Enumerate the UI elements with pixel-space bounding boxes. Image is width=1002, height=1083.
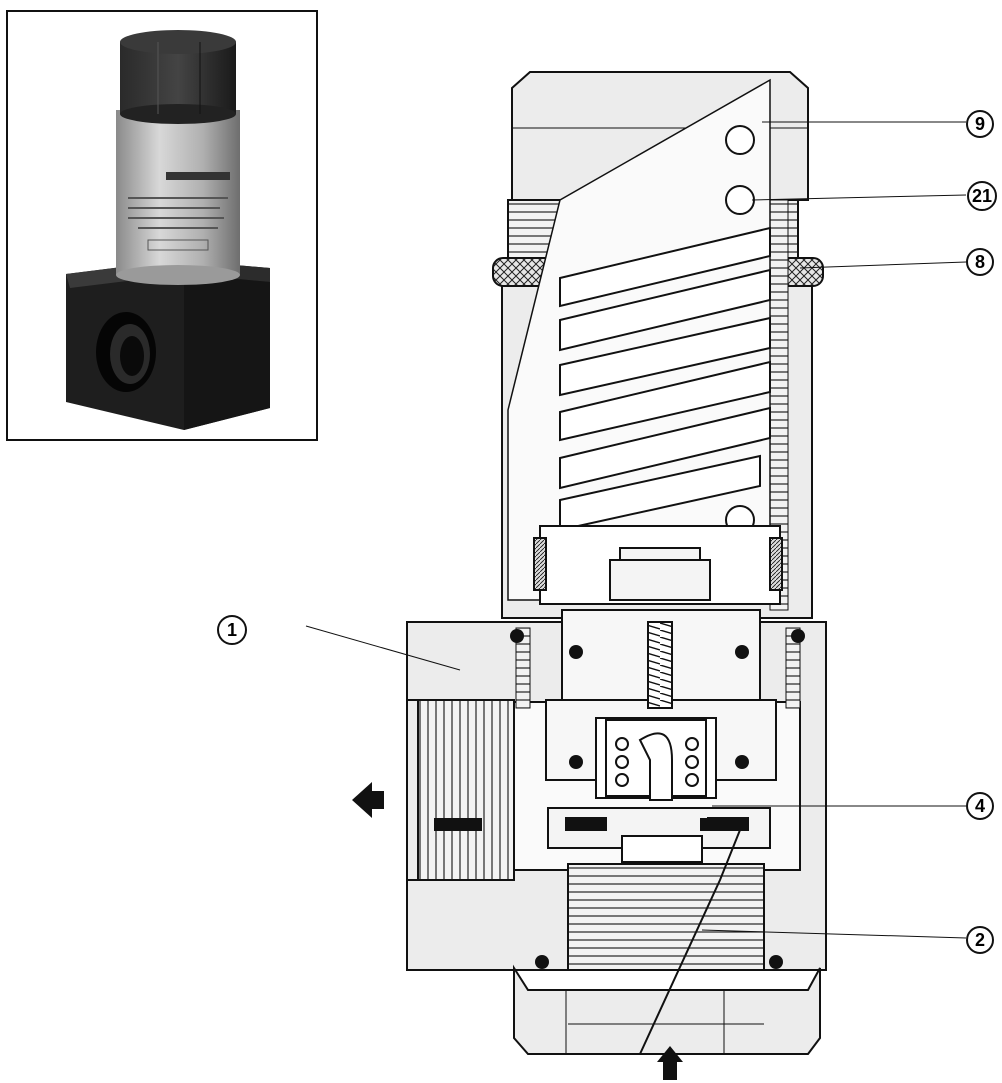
callout-9: 9 — [966, 110, 994, 138]
callout-8: 8 — [966, 248, 994, 276]
poppet — [605, 719, 707, 801]
callout-2: 2 — [966, 926, 994, 954]
spring — [559, 125, 771, 593]
callout-21: 21 — [967, 181, 997, 211]
photo-sleeve — [116, 110, 240, 285]
leader-lines — [305, 121, 967, 939]
product-photo — [6, 10, 318, 441]
callout-label: 9 — [975, 114, 985, 134]
o-rings — [434, 629, 805, 969]
photo-block-body — [66, 260, 270, 430]
callout-label: 2 — [975, 930, 985, 950]
arrow-up-icon — [657, 1046, 683, 1080]
callout-label: 21 — [972, 186, 992, 206]
arrow-left-icon — [352, 782, 384, 818]
callout-1: 1 — [217, 615, 247, 645]
callout-label: 8 — [975, 252, 985, 272]
callout-4: 4 — [966, 792, 994, 820]
valve-seat — [547, 807, 771, 863]
callout-label: 1 — [227, 620, 237, 640]
photo-hex-cap — [120, 30, 236, 124]
section-cut-line — [639, 829, 741, 1055]
spring-seat — [533, 525, 783, 605]
callout-label: 4 — [975, 796, 985, 816]
